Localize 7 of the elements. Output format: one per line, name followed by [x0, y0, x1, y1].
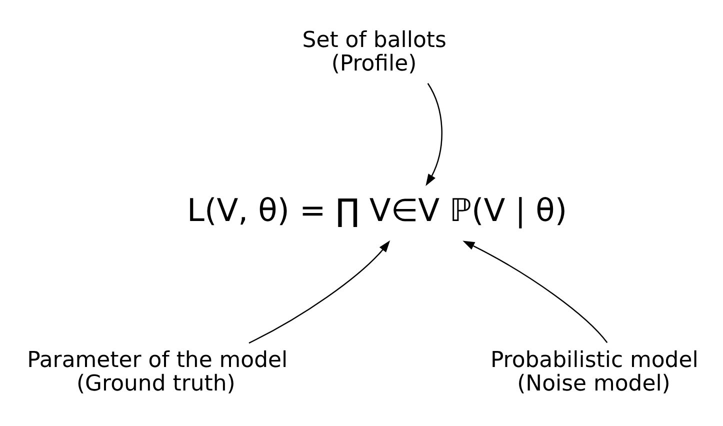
arrow: [462, 240, 608, 344]
arrow: [426, 83, 442, 186]
node-text: Set of ballots (Profile): [302, 28, 446, 77]
node-text: L(V, θ) = ∏ V∈V ℙ(V | θ): [187, 192, 568, 229]
arrow: [248, 240, 390, 344]
node-text: Probabilistic model (Noise model): [490, 348, 698, 396]
node-text: Parameter of the model (Ground truth): [27, 348, 288, 396]
